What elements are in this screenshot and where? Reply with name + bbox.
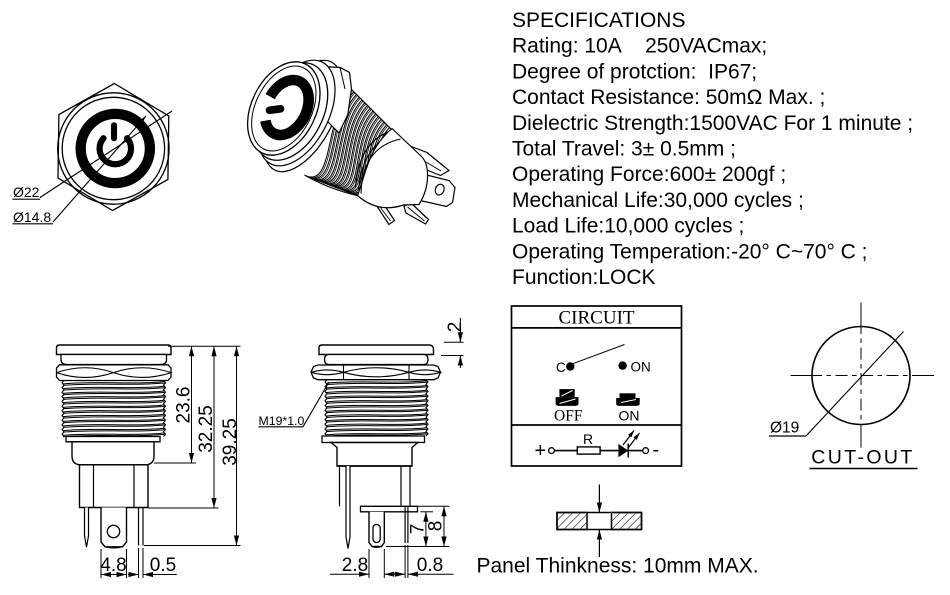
svg-text:Contact Resistance: 50mΩ Max.: Contact Resistance: 50mΩ Max. ; xyxy=(512,86,825,109)
svg-text:SPECIFICATIONS: SPECIFICATIONS xyxy=(512,9,685,32)
svg-text:0.5: 0.5 xyxy=(150,555,176,576)
svg-text:R: R xyxy=(583,431,593,447)
svg-text:C: C xyxy=(556,360,566,375)
svg-text:Ø19: Ø19 xyxy=(770,420,799,437)
svg-text:CUT-OUT: CUT-OUT xyxy=(811,447,914,469)
svg-text:Ø14.8: Ø14.8 xyxy=(13,209,51,225)
svg-text:Mechanical Life:30,000 cycles: Mechanical Life:30,000 cycles ; xyxy=(512,189,804,212)
svg-text:39.25: 39.25 xyxy=(220,418,241,466)
svg-text:32.25: 32.25 xyxy=(196,405,217,453)
svg-text:Function:LOCK: Function:LOCK xyxy=(512,266,656,289)
svg-text:7: 7 xyxy=(408,524,429,535)
svg-text:8: 8 xyxy=(426,521,447,532)
svg-text:ON: ON xyxy=(631,360,651,375)
svg-text:M19*1.0: M19*1.0 xyxy=(259,414,305,428)
svg-text:Ø22: Ø22 xyxy=(13,184,40,200)
svg-text:OFF: OFF xyxy=(554,408,583,425)
svg-text:-: - xyxy=(653,439,660,461)
svg-text:23.6: 23.6 xyxy=(174,387,195,424)
svg-text:Operating Force:600± 200gf ;: Operating Force:600± 200gf ; xyxy=(512,163,786,186)
svg-text:Panel Thinkness: 10mm MAX.: Panel Thinkness: 10mm MAX. xyxy=(477,555,759,578)
svg-text:+: + xyxy=(535,440,547,462)
svg-text:2.8: 2.8 xyxy=(342,555,368,576)
svg-text:Dielectric Strength:1500VAC Fo: Dielectric Strength:1500VAC For 1 minute… xyxy=(512,112,913,135)
svg-text:Degree of protction: IP67;: Degree of protction: IP67; xyxy=(512,60,757,83)
svg-text:Total Travel: 3± 0.5mm ;: Total Travel: 3± 0.5mm ; xyxy=(512,138,736,161)
svg-text:2: 2 xyxy=(445,322,466,333)
svg-text:Load Life:10,000 cycles ;: Load Life:10,000 cycles ; xyxy=(512,215,744,238)
svg-text:CIRCUIT: CIRCUIT xyxy=(559,308,635,329)
svg-text:4.8: 4.8 xyxy=(100,555,126,576)
svg-text:Rating: 10A 250VACmax;: Rating: 10A 250VACmax; xyxy=(512,35,767,58)
svg-text:ON: ON xyxy=(619,408,640,424)
svg-text:0.8: 0.8 xyxy=(417,555,443,576)
svg-text:Operating Temperation:-20° C~7: Operating Temperation:-20° C~70° C ; xyxy=(512,240,868,263)
